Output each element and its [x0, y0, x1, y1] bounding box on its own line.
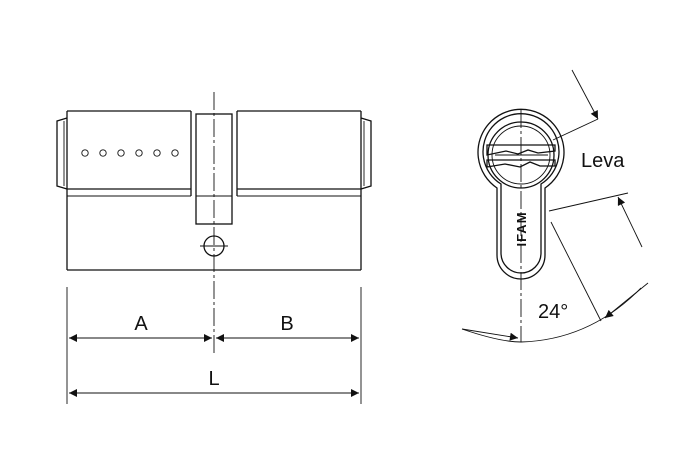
cam-label: Leva — [581, 150, 625, 172]
cam-dimension: Leva — [548, 69, 643, 248]
pin-holes — [81, 149, 179, 157]
cylinder-side-view — [56, 92, 372, 354]
left-plug-end — [56, 117, 68, 190]
brand-text: IFAM — [514, 211, 529, 246]
profile-outline — [477, 108, 565, 280]
cylinder-profile-view: IFAM — [477, 108, 565, 342]
angle-label: 24° — [538, 301, 568, 323]
angle-dimension: 24° — [461, 221, 649, 343]
keyway — [486, 144, 556, 156]
dimension-l-label: L — [208, 368, 219, 390]
dimension-a-label: A — [134, 313, 148, 335]
dimension-b-label: B — [280, 313, 293, 335]
right-plug-end — [360, 117, 372, 190]
dimension-lines: A B L — [66, 287, 362, 404]
